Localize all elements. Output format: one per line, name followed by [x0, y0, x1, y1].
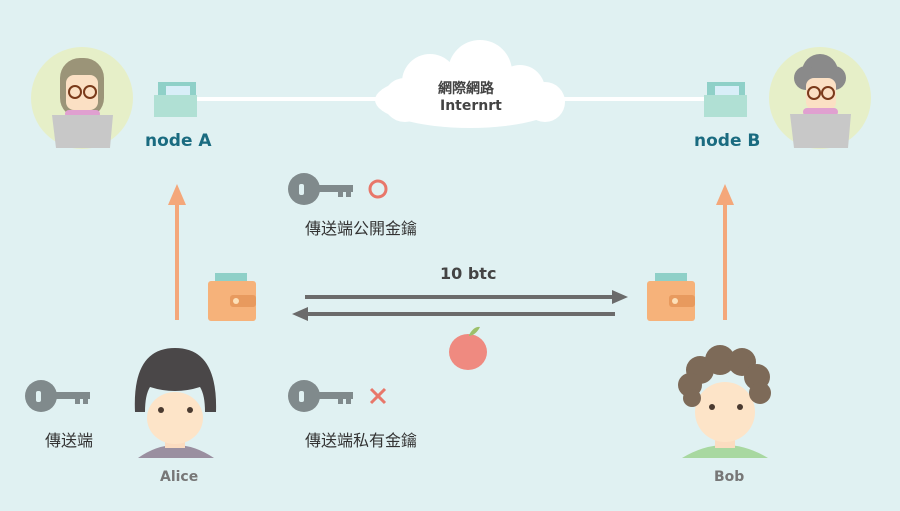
upload-arrow-b [716, 184, 734, 320]
amount-label: 10 btc [440, 264, 497, 283]
valid-circle-icon [368, 179, 388, 199]
cloud-label-zh: 網際網路 [438, 81, 494, 97]
private-key-label: 傳送端私有金鑰 [305, 431, 418, 450]
cloud-label-en: Internrt [440, 98, 502, 114]
apple-icon [449, 326, 487, 370]
folder-icon-a [154, 82, 197, 117]
bob-name: Bob [714, 469, 745, 485]
private-key-icon [288, 380, 353, 412]
send-arrow [305, 290, 628, 304]
sender-label: 傳送端 [45, 431, 94, 450]
node-a-avatar [31, 47, 133, 149]
node-a-label: node A [145, 131, 212, 151]
sender-key-icon [25, 380, 90, 412]
node-b-label: node B [694, 131, 761, 151]
node-b-avatar [769, 47, 871, 149]
invalid-x-icon [369, 387, 387, 405]
public-key-label: 傳送端公開金鑰 [305, 219, 418, 238]
public-key-icon [288, 173, 353, 205]
wallet-icon-a [208, 273, 256, 321]
alice-name: Alice [160, 469, 199, 485]
alice-avatar [134, 348, 217, 458]
cloud-icon [375, 40, 565, 128]
upload-arrow-a [168, 184, 186, 320]
return-arrow [292, 307, 615, 321]
wallet-icon-b [647, 273, 695, 321]
bob-avatar [678, 345, 771, 458]
folder-icon-b [704, 82, 747, 117]
